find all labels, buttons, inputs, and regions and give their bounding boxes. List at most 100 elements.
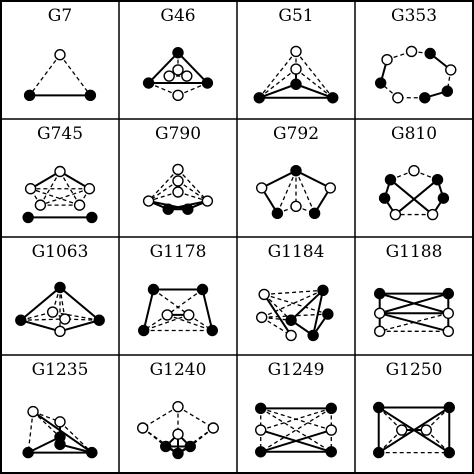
- open-vertex: [285, 329, 297, 342]
- dashed-edge: [59, 54, 91, 96]
- filled-vertex: [255, 402, 267, 415]
- filled-vertex: [441, 85, 454, 97]
- open-vertex: [290, 200, 302, 213]
- dashed-edge: [30, 188, 80, 206]
- filled-vertex: [374, 77, 387, 89]
- dashed-edge: [295, 68, 334, 99]
- dashed-edge: [378, 429, 403, 454]
- open-vertex: [46, 306, 59, 318]
- dashed-edge: [143, 314, 189, 332]
- open-vertex: [172, 428, 184, 440]
- open-vertex: [392, 92, 404, 104]
- graph-label: G46: [160, 6, 195, 26]
- open-vertex: [34, 199, 47, 211]
- open-vertex: [290, 45, 302, 58]
- open-vertex: [201, 195, 214, 207]
- dashed-edge: [59, 287, 66, 320]
- dashed-edge: [177, 82, 208, 96]
- filled-vertex: [419, 92, 431, 104]
- graph-cell-g1235: G1235: [22, 360, 98, 459]
- filled-vertex: [443, 446, 455, 459]
- solid-edge: [295, 83, 334, 99]
- open-vertex: [442, 325, 454, 338]
- dashed-edge: [59, 421, 93, 454]
- dashed-edge: [177, 191, 208, 202]
- graph-label: G353: [391, 6, 437, 26]
- open-vertex: [172, 186, 184, 198]
- open-vertex: [172, 175, 184, 187]
- open-vertex: [256, 182, 268, 194]
- filled-vertex: [172, 447, 184, 460]
- open-vertex: [258, 288, 270, 301]
- filled-vertex: [137, 324, 150, 337]
- graph-cell-g790: G790: [142, 124, 214, 215]
- graph-cell-g1249: G1249: [255, 360, 337, 458]
- graph-label: G1235: [32, 360, 89, 380]
- solid-edge: [201, 289, 214, 331]
- filled-vertex: [54, 438, 66, 451]
- dashed-edge: [276, 170, 297, 214]
- graph-label: G1063: [32, 242, 89, 262]
- dashed-edge: [153, 288, 190, 316]
- open-vertex: [290, 63, 302, 75]
- filled-vertex: [160, 440, 172, 453]
- open-vertex: [405, 45, 418, 58]
- filled-vertex: [322, 308, 334, 320]
- dashed-edge: [29, 54, 61, 96]
- dashed-edge: [425, 407, 450, 431]
- filled-vertex: [384, 173, 397, 186]
- solid-edge: [379, 292, 449, 315]
- filled-vertex: [206, 324, 219, 337]
- filled-vertex: [172, 46, 184, 59]
- dashed-edge: [258, 51, 297, 99]
- open-vertex: [426, 208, 439, 221]
- open-vertex: [137, 422, 149, 434]
- graph-label: G1188: [386, 242, 443, 262]
- dashed-edge: [148, 191, 179, 202]
- open-vertex: [172, 64, 184, 76]
- solid-edge: [177, 51, 209, 84]
- filled-vertex: [86, 211, 98, 224]
- filled-vertex: [196, 283, 209, 296]
- dashed-edge: [52, 311, 100, 321]
- dashed-edge: [148, 180, 179, 202]
- solid-edge: [295, 169, 331, 189]
- dashed-edge: [295, 170, 316, 214]
- filled-vertex: [22, 446, 34, 459]
- solid-edge: [394, 178, 439, 216]
- graph-cell-g46: G46: [142, 6, 214, 102]
- filled-vertex: [327, 92, 339, 104]
- open-vertex: [73, 199, 86, 211]
- filled-vertex: [285, 314, 297, 326]
- open-vertex: [207, 422, 219, 434]
- open-vertex: [172, 89, 184, 102]
- filled-vertex: [86, 446, 98, 459]
- open-vertex: [142, 195, 155, 207]
- graph-label: G745: [37, 124, 83, 144]
- dashed-edge: [295, 51, 334, 99]
- solid-edge: [147, 51, 179, 84]
- filled-vertex: [147, 283, 160, 296]
- filled-vertex: [23, 89, 36, 102]
- filled-vertex: [374, 287, 386, 300]
- dashed-edge: [20, 311, 53, 321]
- open-vertex: [54, 325, 66, 338]
- dashed-edge: [148, 82, 179, 96]
- filled-vertex: [93, 314, 105, 326]
- filled-vertex: [182, 203, 194, 215]
- solid-edge: [379, 312, 449, 333]
- dashed-edge: [166, 288, 203, 316]
- filled-vertex: [442, 287, 454, 300]
- graph-label: G51: [278, 6, 313, 26]
- open-vertex: [256, 311, 268, 324]
- dashed-edge: [378, 407, 403, 431]
- graph-cell-g1250: G1250: [373, 360, 455, 459]
- filled-vertex: [290, 164, 302, 177]
- solid-edge: [312, 290, 324, 336]
- solid-edge: [59, 286, 100, 322]
- dashed-edge: [261, 316, 292, 336]
- filled-vertex: [84, 89, 97, 102]
- graph-cell-g1188: G1188: [374, 242, 454, 338]
